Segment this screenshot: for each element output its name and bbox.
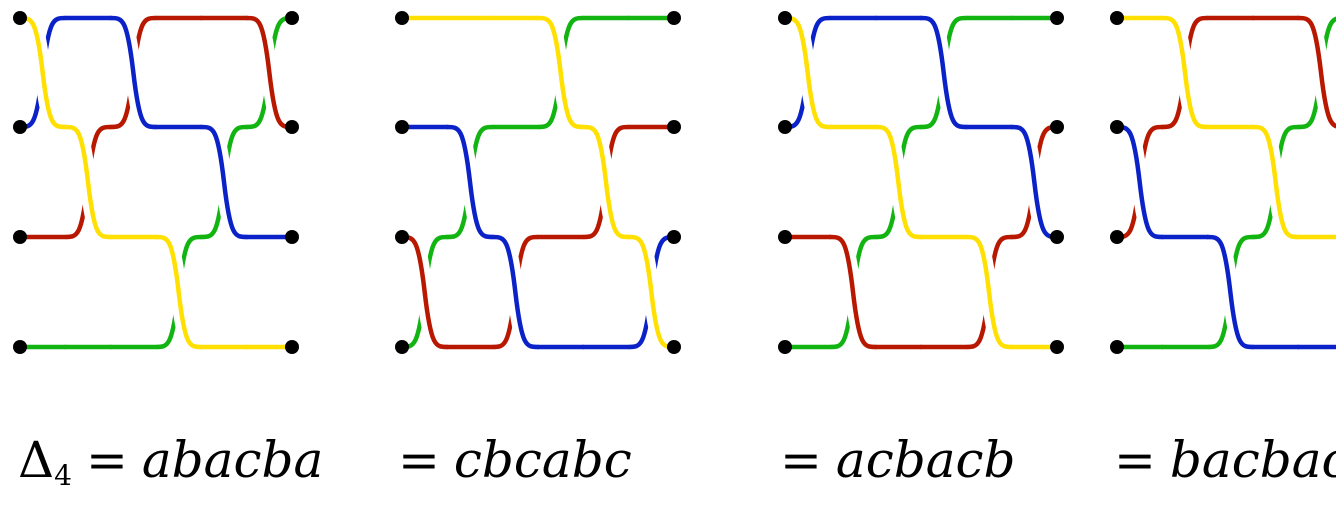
braid-strand-segment	[581, 124, 631, 240]
braid-strand-segment	[1296, 15, 1336, 129]
braid-endpoint-node	[1110, 340, 1124, 354]
braid-strand-segment	[918, 15, 969, 130]
caption-word-2: =cbcabc	[398, 430, 632, 490]
braid-strand-segment	[199, 124, 249, 240]
braid-strand-segment	[626, 234, 677, 350]
braid-endpoint-node	[778, 120, 792, 134]
braid-endpoint-node	[395, 120, 409, 134]
braid-endpoint-node	[395, 11, 409, 25]
braid-strand-segment	[108, 15, 159, 130]
braid-endpoint-node	[1110, 120, 1124, 134]
braid-endpoint-node	[1110, 11, 1124, 25]
braid-strand-segment	[1160, 15, 1210, 130]
braid-panel-2	[395, 9, 681, 356]
braid-strand-segment	[1114, 124, 1165, 240]
caption-word: abacba	[141, 431, 324, 489]
braid-panel-1	[13, 9, 299, 356]
braid-strand-segment	[399, 234, 450, 350]
braid-strand-segment	[1205, 234, 1256, 350]
braid-strand-segment	[445, 124, 495, 240]
braid-strand-segment	[17, 15, 68, 130]
braid-strand-segment	[873, 124, 924, 240]
caption-word-4: =bacbac	[1114, 430, 1336, 490]
braid-endpoint-node	[667, 230, 681, 244]
caption-equals: =	[398, 431, 440, 489]
braid-endpoint-node	[285, 120, 299, 134]
braid-strand-segment	[1250, 124, 1301, 240]
caption-delta-subscript: 4	[54, 459, 72, 492]
braid-endpoint-node	[1050, 11, 1064, 25]
braid-panel-4	[1110, 9, 1336, 356]
braid-strand-segment	[964, 234, 1014, 350]
braid-endpoint-node	[13, 230, 27, 244]
braid-strand-segment	[828, 234, 878, 350]
braid-endpoint-node	[667, 11, 681, 25]
caption-word: cbcabc	[453, 431, 632, 489]
braid-endpoint-node	[778, 11, 792, 25]
braid-strand-segment	[490, 234, 541, 350]
braid-endpoint-node	[285, 340, 299, 354]
braid-endpoint-node	[13, 340, 27, 354]
braid-endpoint-node	[13, 11, 27, 25]
braid-endpoint-node	[395, 340, 409, 354]
caption-word: bacbac	[1169, 431, 1336, 489]
braid-endpoint-node	[285, 11, 299, 25]
caption-equals: =	[85, 431, 128, 489]
braid-endpoint-node	[13, 120, 27, 134]
braid-endpoint-node	[1110, 230, 1124, 244]
braid-endpoint-node	[395, 230, 409, 244]
braid-endpoint-node	[667, 120, 681, 134]
braid-endpoint-node	[285, 230, 299, 244]
caption-delta-symbol: Δ	[18, 431, 55, 489]
braid-strand-segment	[153, 234, 204, 350]
caption-equals: =	[780, 431, 822, 489]
braid-diagrams	[13, 9, 1336, 356]
caption-equals: =	[1114, 431, 1156, 489]
braid-endpoint-node	[1050, 230, 1064, 244]
braid-endpoint-node	[778, 340, 792, 354]
braid-panel-3	[778, 9, 1064, 356]
braid-endpoint-node	[667, 340, 681, 354]
braid-strand-segment	[63, 124, 113, 240]
braid-strand-segment	[244, 15, 295, 130]
braid-endpoint-node	[1050, 120, 1064, 134]
braid-endpoint-node	[778, 230, 792, 244]
caption-word: acbacb	[835, 431, 1016, 489]
braid-endpoint-node	[1050, 340, 1064, 354]
braid-strand-segment	[782, 15, 833, 130]
caption-delta4: Δ4 =abacba	[18, 430, 324, 492]
caption-word-3: =acbacb	[780, 430, 1016, 490]
braid-strand-segment	[535, 15, 586, 130]
braid-strand-segment	[1009, 124, 1060, 240]
